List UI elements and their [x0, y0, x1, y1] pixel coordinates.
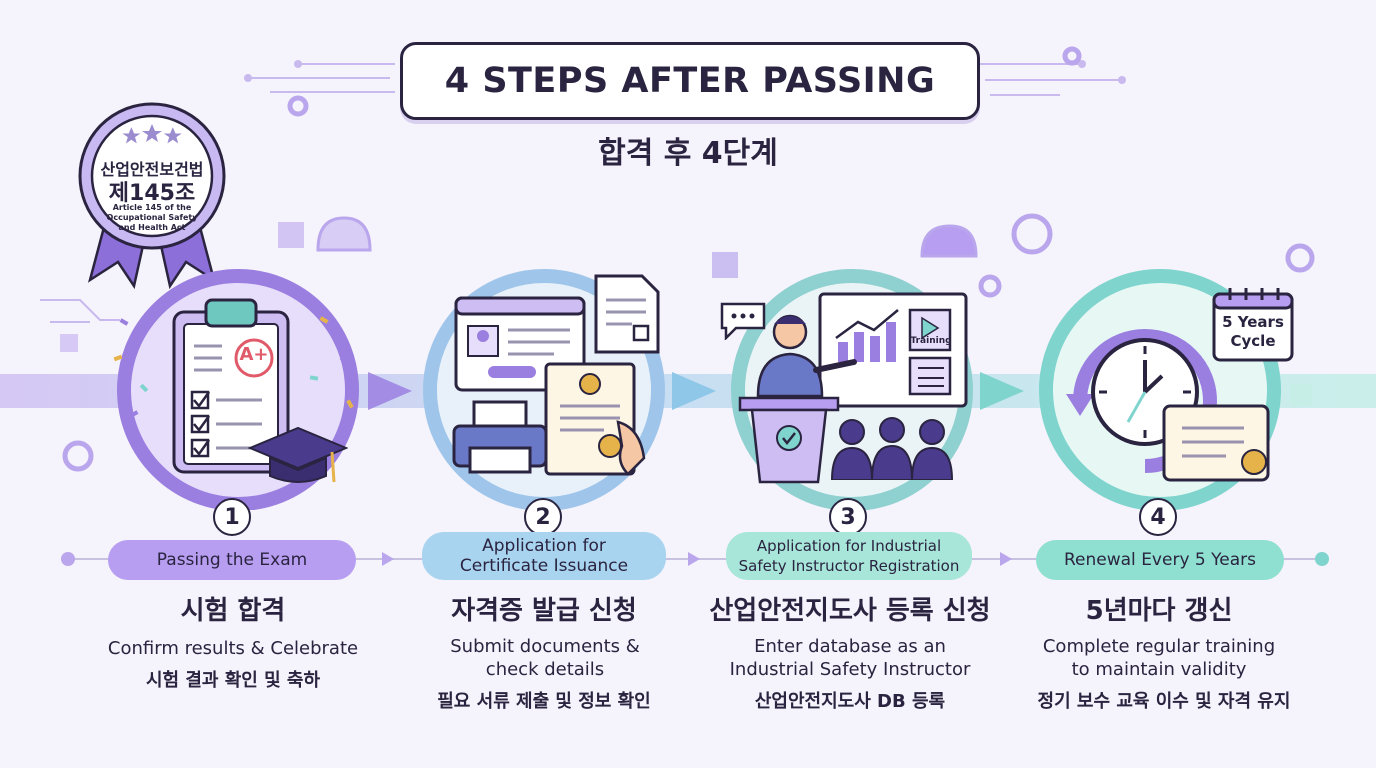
step-3-desc-ko: 산업안전지도사 DB 등록 [754, 691, 946, 712]
step-1-number: 1 [213, 498, 251, 536]
step-3-desc-en: Enter database as an Industrial Safety I… [729, 636, 971, 680]
document-icon [594, 274, 660, 354]
board-training-label: Training [910, 336, 952, 346]
step-2-desc-en: Submit documents & check details [450, 636, 640, 680]
step-3-label: Application for Industrial Safety Instru… [726, 532, 972, 580]
renewal-certificate-icon [1162, 404, 1270, 482]
step-2-label: Application for Certificate Issuance [422, 532, 666, 580]
printer-icon [452, 400, 548, 474]
step-2-desc-ko: 필요 서류 제출 및 정보 확인 [437, 691, 651, 712]
step-4-desc-ko: 정기 보수 교육 이수 및 자격 유지 [1037, 691, 1291, 712]
confetti-icon [113, 316, 354, 418]
audience-icon [830, 417, 954, 480]
badge-article: 제145조 [108, 181, 196, 206]
page-title: 4 STEPS AFTER PASSING [444, 61, 936, 101]
step-4-title-ko: 5년마다 갱신 [1085, 596, 1233, 626]
step-1-title-ko: 시험 합격 [180, 596, 286, 626]
calendar-icon [1212, 288, 1294, 362]
award-ribbon-icon [78, 102, 226, 290]
calendar-cycle-label: 5 Years Cycle [1222, 313, 1284, 350]
step-3-number: 3 [829, 498, 867, 536]
presentation-board-icon [818, 292, 968, 408]
certificate-icon [544, 362, 646, 476]
graduation-cap-icon [248, 426, 348, 483]
instructor-icon [738, 314, 857, 484]
step-1-desc-ko: 시험 결과 확인 및 축하 [145, 670, 321, 691]
badge-english: Article 145 of the Occupational Safety a… [106, 203, 198, 232]
speech-bubble-icon [720, 302, 766, 340]
step-4-number: 4 [1139, 498, 1177, 536]
title-box: 4 STEPS AFTER PASSING [400, 42, 980, 120]
step-2-number: 2 [524, 498, 562, 536]
step-1-label: Passing the Exam [108, 540, 356, 580]
clipboard-icon [172, 298, 290, 474]
step-4-label: Renewal Every 5 Years [1036, 540, 1284, 580]
step-2-title-ko: 자격증 발급 신청 [451, 596, 637, 626]
step-4-desc-en: Complete regular training to maintain va… [1042, 636, 1276, 680]
page-subtitle: 합격 후 4단계 [598, 136, 778, 171]
step-3-title-ko: 산업안전지도사 등록 신청 [709, 596, 991, 626]
badge-law-name: 산업안전보건법 [100, 160, 204, 179]
grade-mark: A+ [239, 344, 269, 365]
step-1-desc-en: Confirm results & Celebrate [107, 638, 359, 659]
